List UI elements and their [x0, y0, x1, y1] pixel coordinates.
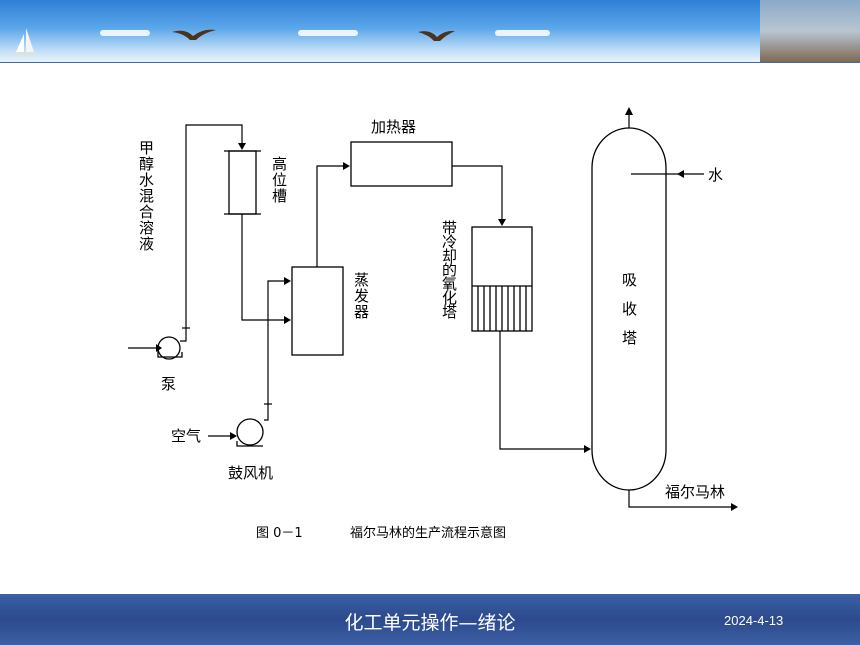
cloud-decoration — [298, 30, 358, 36]
footer-date: 2024-4-13 — [724, 613, 784, 628]
cooling-tubes — [477, 286, 527, 331]
blower — [236, 418, 264, 446]
evaporator-label: 蒸发器 — [352, 272, 370, 320]
head-tank — [228, 150, 257, 215]
absorption-tower — [591, 127, 667, 491]
cloud-decoration — [495, 30, 550, 36]
blower-label: 鼓风机 — [228, 464, 273, 482]
footer-title: 化工单元操作—绪论 — [344, 612, 516, 634]
figure-number: 图 0－1 — [256, 526, 303, 541]
absorber-label: 吸收塔 — [620, 272, 638, 359]
cloud-decoration — [100, 30, 150, 36]
sailboat-icon — [14, 28, 36, 55]
pump-label: 泵 — [161, 375, 176, 393]
air-label: 空气 — [171, 427, 201, 445]
heater-label: 加热器 — [371, 118, 416, 136]
heater — [350, 141, 453, 187]
water-label: 水 — [708, 166, 723, 184]
product-label: 福尔马林 — [665, 483, 725, 501]
bird-icon — [172, 29, 216, 40]
figure-title: 福尔马林的生产流程示意图 — [350, 525, 506, 541]
evaporator — [291, 266, 344, 356]
flow-arrows — [156, 107, 738, 511]
oxidizer-label: 带冷却的氧化塔 — [440, 220, 458, 319]
piping — [128, 112, 735, 508]
bird-icon — [418, 30, 455, 41]
feed-label: 甲醇水混合溶液 — [137, 140, 155, 252]
factory-photo — [760, 0, 860, 62]
head-tank-label: 高位槽 — [270, 156, 288, 204]
header-divider — [0, 62, 860, 63]
footer-bar — [0, 594, 860, 645]
